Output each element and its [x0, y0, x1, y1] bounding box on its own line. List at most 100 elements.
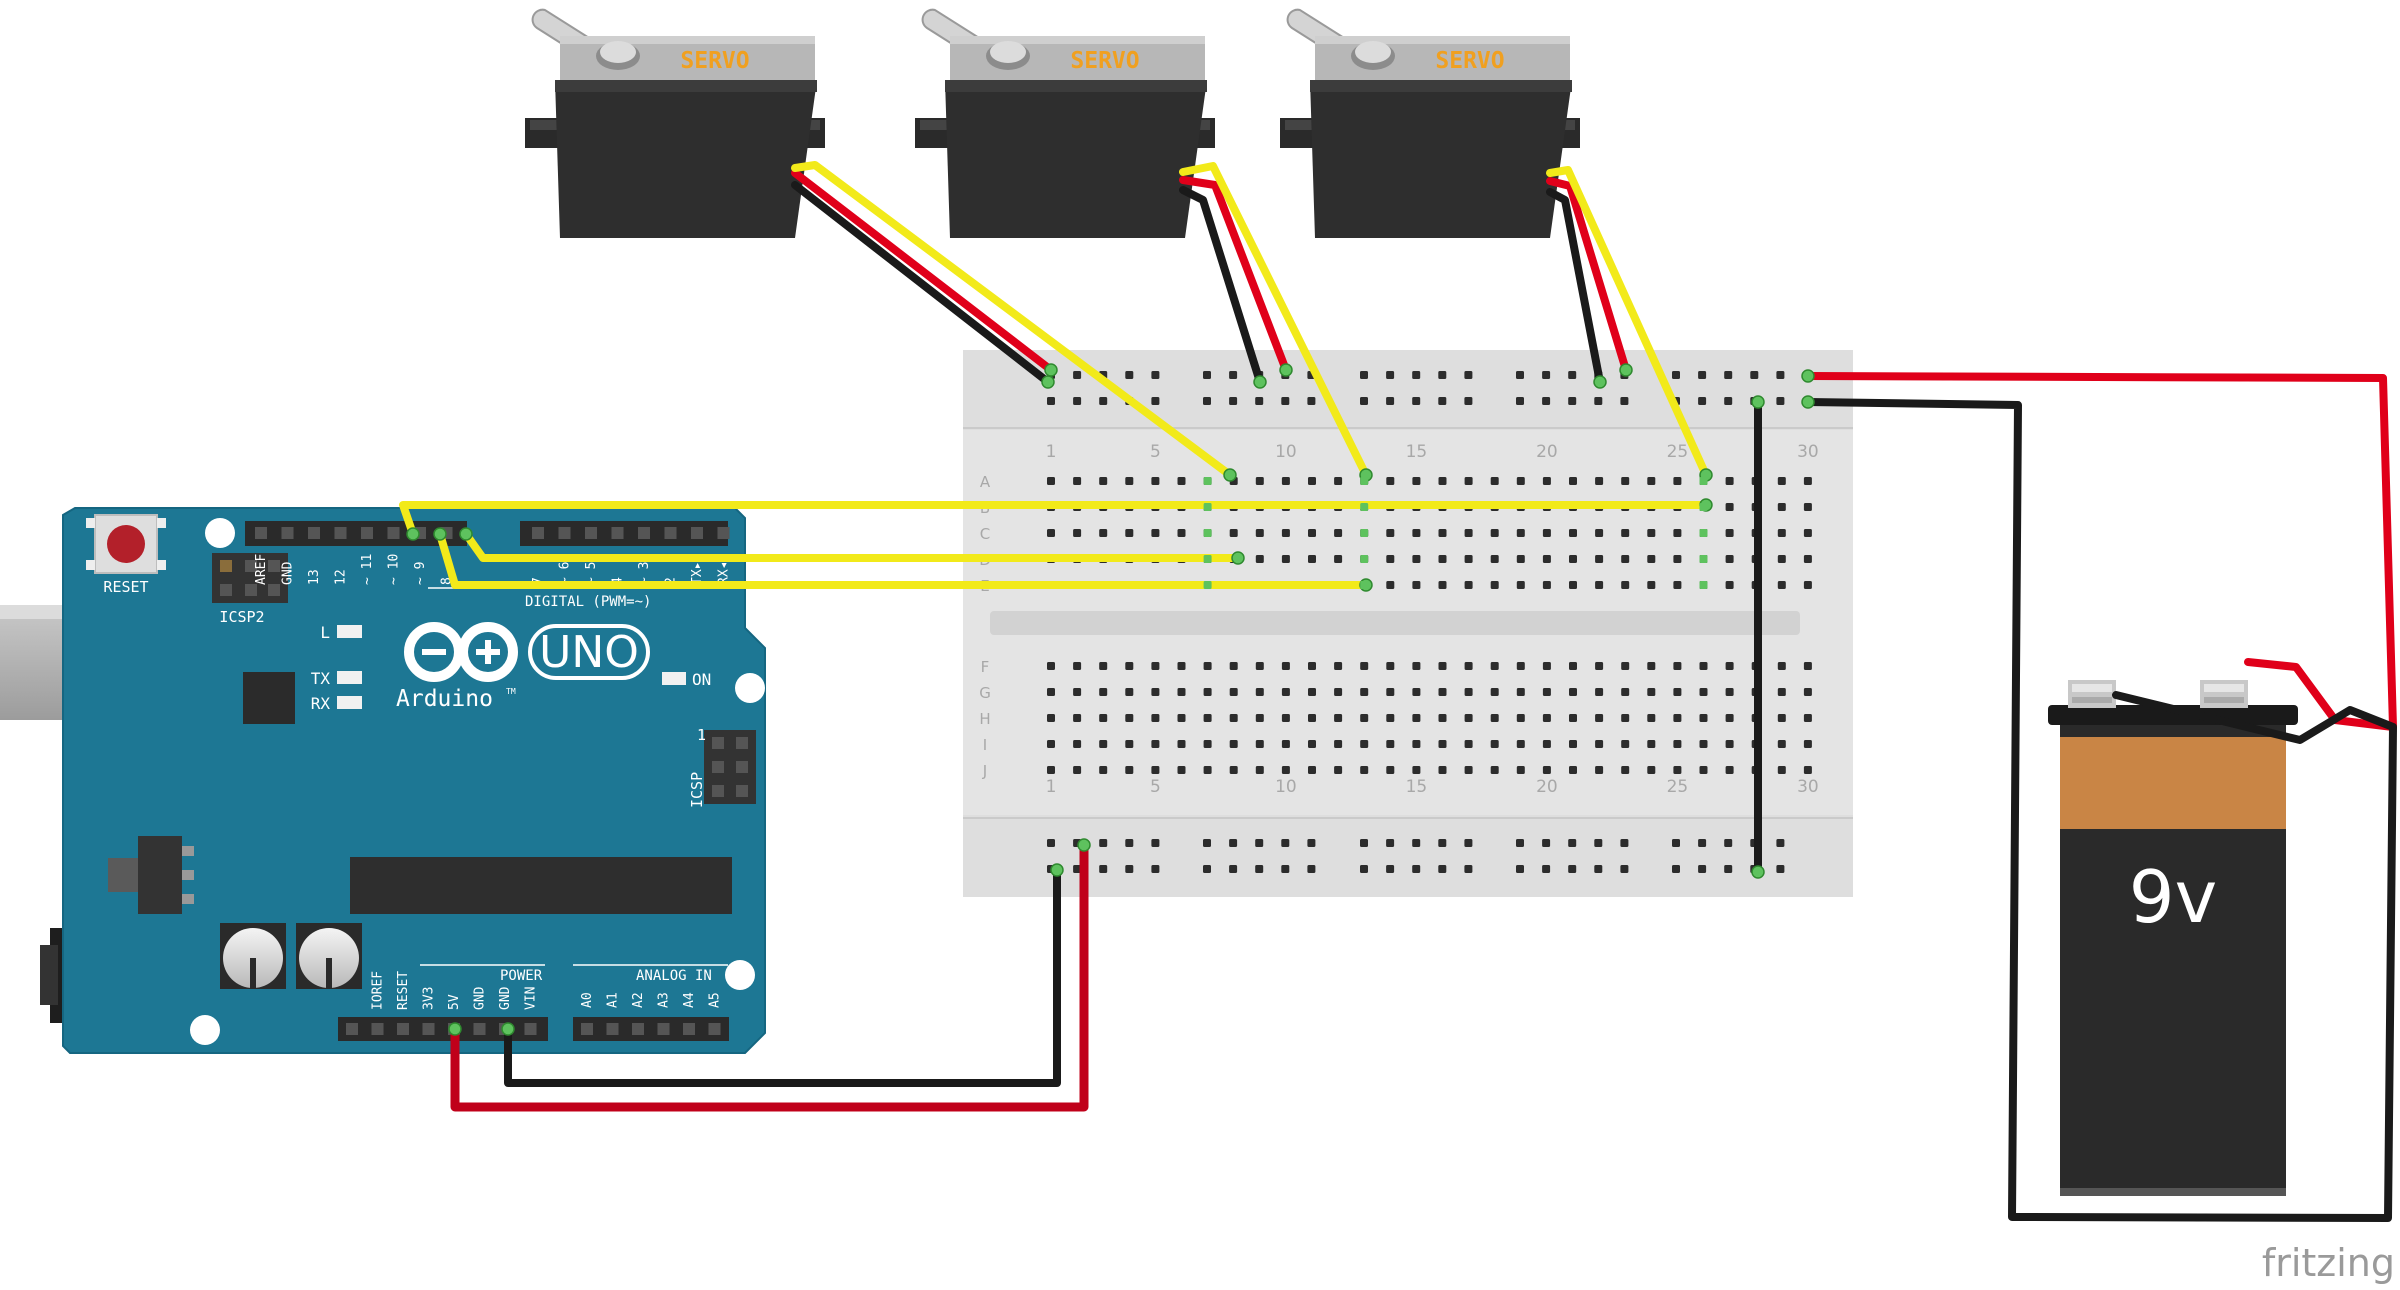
terminal-hole: [1490, 740, 1499, 748]
terminal-hole: [1777, 662, 1786, 670]
rail-hole: [1620, 397, 1629, 405]
terminal-hole: [1308, 714, 1316, 722]
terminal-hole: [1569, 529, 1577, 537]
fritzing-watermark: fritzing: [2262, 1241, 2395, 1285]
terminal-hole: [1777, 714, 1786, 722]
terminal-hole: [1621, 477, 1630, 485]
terminal-hole: [1673, 740, 1682, 748]
terminal-hole: [1725, 766, 1734, 774]
battery-label: 9v: [2129, 855, 2217, 939]
row-letter: C: [980, 525, 990, 543]
terminal-hole: [1569, 714, 1577, 722]
terminal-hole: [1777, 740, 1786, 748]
servo-label: SERVO: [1070, 48, 1139, 74]
terminal-hole: [1412, 714, 1421, 722]
led-rx-label: RX: [311, 694, 331, 713]
rail-hole: [1438, 839, 1447, 847]
terminal-hole: [1255, 555, 1264, 563]
led-tx-label: TX: [311, 669, 331, 688]
terminal-hole: [1073, 662, 1082, 670]
rail-hole: [1698, 371, 1707, 379]
terminal-hole: [1647, 740, 1656, 748]
terminal-hole: [1203, 714, 1212, 722]
terminal-hole: [1151, 714, 1160, 722]
terminal-hole: [1255, 477, 1264, 485]
terminal-hole: [1047, 688, 1055, 696]
row-letter: I: [983, 736, 987, 754]
rail-hole: [1047, 839, 1055, 847]
terminal-hole: [1308, 477, 1316, 485]
rail-hole: [1412, 397, 1421, 405]
terminal-hole: [1099, 714, 1108, 722]
terminal-hole: [1803, 529, 1812, 537]
wire-servo1-power: [791, 169, 1055, 374]
rail-hole: [1229, 839, 1238, 847]
terminal-hole: [1621, 740, 1630, 748]
terminal-hole: [1725, 529, 1734, 537]
terminal-hole: [1542, 740, 1551, 748]
terminal-hole: [1621, 555, 1630, 563]
terminal-hole: [1569, 477, 1577, 485]
terminal-hole: [1047, 529, 1055, 537]
terminal-hole: [1281, 688, 1290, 696]
header-pin: [717, 527, 730, 539]
terminal-hole: [1490, 714, 1499, 722]
icsp-label: ICSP: [688, 772, 706, 808]
connected-hole: [1360, 477, 1369, 485]
terminal-hole: [1803, 503, 1812, 511]
pin-label: A1: [606, 992, 621, 1008]
header-pin: [387, 527, 400, 539]
terminal-hole: [1464, 688, 1473, 696]
terminal-hole: [1464, 529, 1473, 537]
terminal-hole: [1386, 477, 1395, 485]
header-pin: [606, 1023, 619, 1035]
breadboard-center-channel: [990, 611, 1800, 635]
header-pin: [708, 1023, 721, 1035]
pin-label: 12: [334, 569, 349, 585]
capacitor: [296, 923, 362, 989]
terminal-hole: [1229, 766, 1238, 774]
row-letter: F: [981, 658, 990, 676]
pin-label: IOREF: [371, 971, 386, 1010]
terminal-hole: [1438, 714, 1447, 722]
pin-label: ~ 3: [637, 562, 652, 585]
terminal-hole: [1516, 740, 1525, 748]
terminal-hole: [1803, 714, 1812, 722]
terminal-hole: [1412, 477, 1421, 485]
terminal-hole: [1542, 529, 1551, 537]
terminal-hole: [1412, 662, 1421, 670]
battery-9v: 9v: [2048, 680, 2298, 1196]
rail-hole: [1360, 397, 1368, 405]
terminal-hole: [1047, 740, 1055, 748]
pin-label: AREF: [254, 554, 269, 585]
rail-hole: [1516, 839, 1524, 847]
connected-hole: [1699, 477, 1708, 485]
connected-hole: [1360, 581, 1369, 589]
column-number: 15: [1406, 442, 1428, 462]
header-pin: [632, 1023, 644, 1035]
capacitor: [220, 923, 286, 989]
pin-label: GND: [281, 561, 296, 585]
terminal-hole: [1281, 555, 1290, 563]
rail-hole: [1542, 397, 1551, 405]
wire-endpoint: [1801, 369, 1815, 383]
terminal-hole: [1569, 688, 1577, 696]
connected-hole: [1360, 529, 1369, 537]
led-on-label: ON: [692, 670, 711, 689]
led-l-label: L: [320, 623, 330, 642]
power-label: POWER: [500, 968, 543, 984]
pin-label: RESET: [396, 971, 411, 1010]
rail-hole: [1620, 865, 1629, 873]
rail-hole: [1307, 839, 1316, 847]
arduino-board: [62, 507, 766, 1054]
column-number: 5: [1150, 777, 1161, 797]
rail-hole: [1073, 865, 1082, 873]
terminal-hole: [1360, 714, 1369, 722]
connected-hole: [1699, 555, 1708, 563]
terminal-hole: [1177, 688, 1186, 696]
terminal-hole: [1308, 688, 1316, 696]
reset-button[interactable]: [94, 514, 158, 574]
terminal-hole: [1464, 740, 1473, 748]
wire-endpoint: [459, 527, 473, 541]
terminal-hole: [1229, 740, 1238, 748]
